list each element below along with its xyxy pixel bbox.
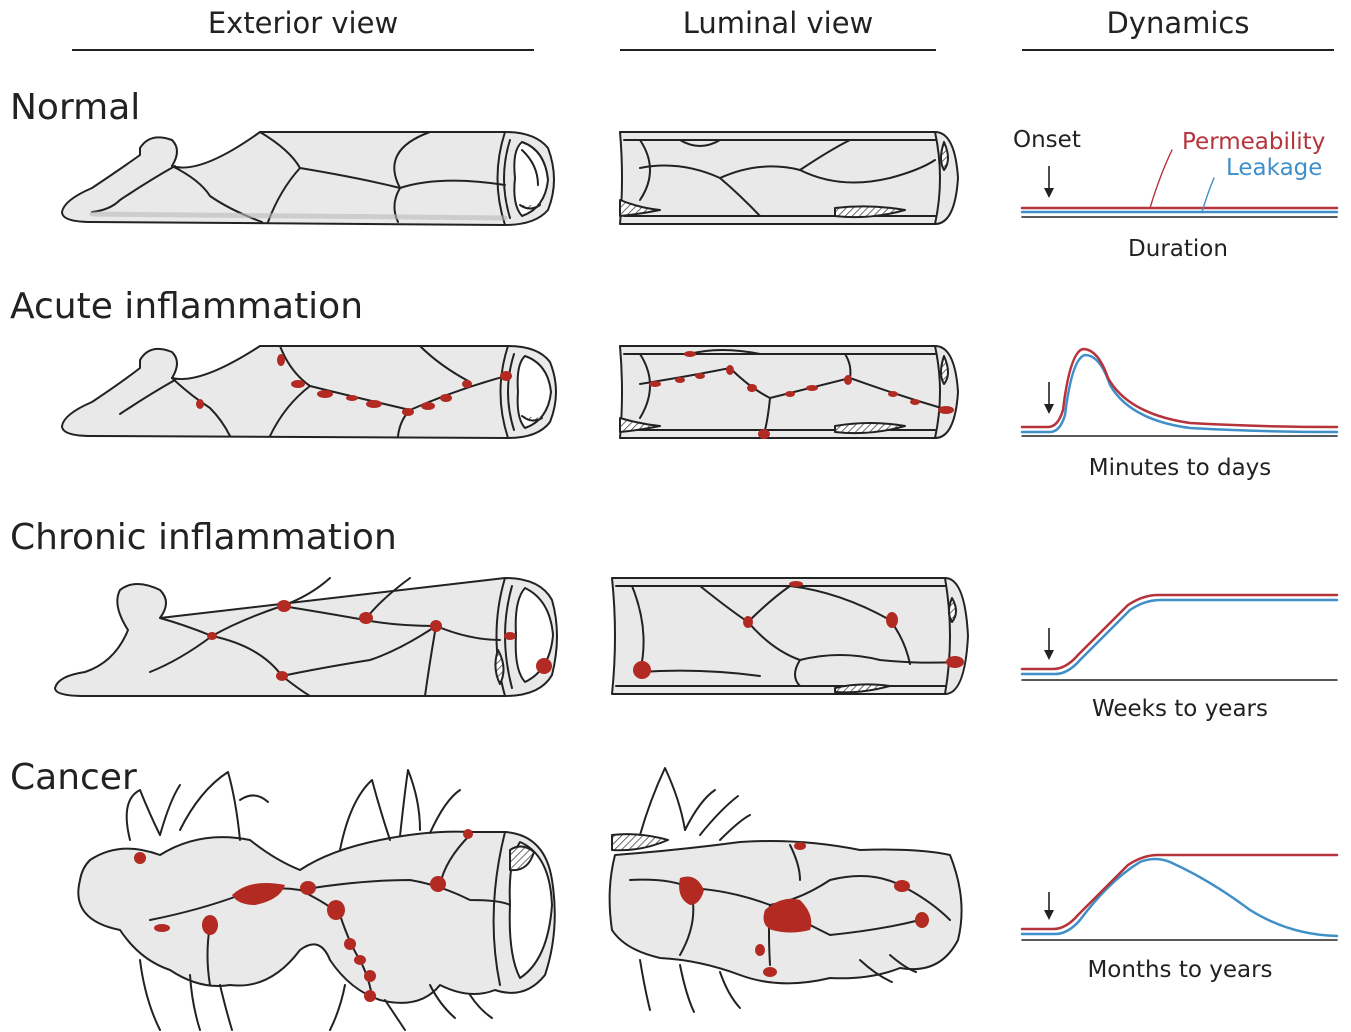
cancer-luminal-vessel bbox=[610, 768, 962, 1012]
onset-arrow-chronic bbox=[1044, 628, 1054, 660]
dynamics-plot-acute bbox=[1022, 349, 1337, 436]
onset-arrow-cancer bbox=[1044, 892, 1054, 920]
chronic-exterior-vessel bbox=[55, 578, 557, 696]
dynamics-plot-chronic bbox=[1022, 595, 1337, 680]
dynamics-plot-normal bbox=[1022, 150, 1337, 217]
normal-exterior-vessel bbox=[62, 132, 554, 225]
chronic-luminal-vessel bbox=[612, 578, 968, 694]
dynamics-plot-cancer bbox=[1022, 855, 1337, 940]
onset-arrow-normal bbox=[1044, 166, 1054, 198]
cancer-exterior-vessel bbox=[78, 770, 554, 1030]
onset-arrow-acute bbox=[1044, 382, 1054, 414]
acute-exterior-vessel bbox=[62, 346, 556, 438]
normal-luminal-vessel bbox=[620, 132, 958, 224]
